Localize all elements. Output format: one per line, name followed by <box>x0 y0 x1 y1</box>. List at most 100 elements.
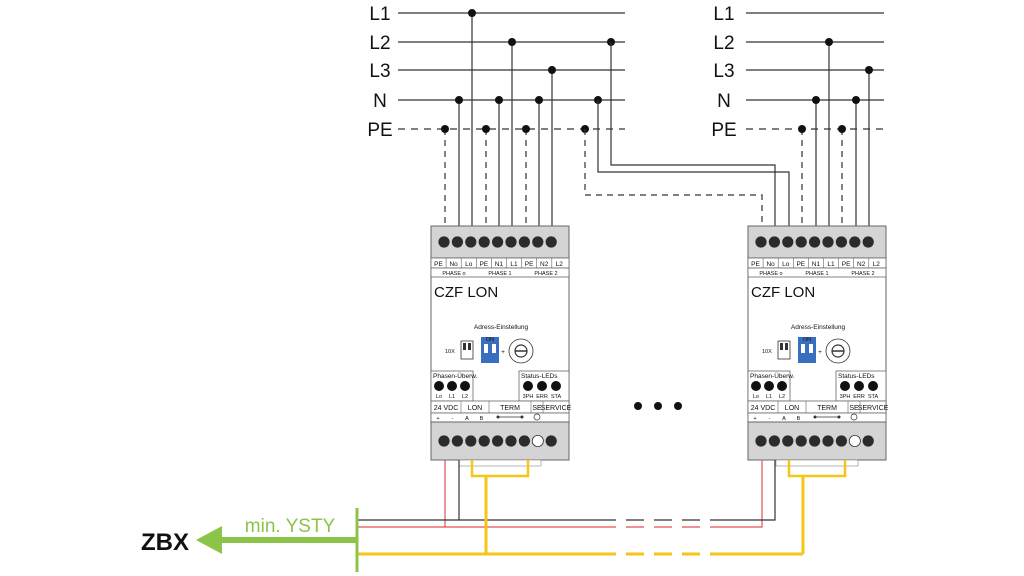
black-wire-right <box>720 460 776 521</box>
terminal-screw <box>809 435 821 447</box>
service-led-symbol <box>533 413 541 421</box>
led-indicator <box>551 381 561 391</box>
term-symbol <box>520 415 524 419</box>
bottom-group-label: TERM <box>500 405 520 412</box>
bottom-sign: B <box>480 416 484 422</box>
status-led-label: Status-LEDs <box>521 373 558 380</box>
dip-switch-blue <box>481 337 499 363</box>
bus-label-l2: L2 <box>369 33 390 54</box>
led-indicator <box>523 381 533 391</box>
terminal-screw <box>451 236 463 248</box>
terminal-label: PE <box>796 261 805 268</box>
terminal-screw <box>545 435 557 447</box>
led-label: L1 <box>766 394 772 400</box>
led-label: ERR <box>853 394 865 400</box>
junction-dot <box>812 96 820 104</box>
phase-monitor-label: Phasen-Überw. <box>433 372 478 380</box>
dip-lever <box>809 344 813 353</box>
yellow-lon-right <box>787 460 847 478</box>
red-wire-right <box>720 460 763 528</box>
bus-label-l3: L3 <box>369 61 390 82</box>
terminal-screw <box>451 435 463 447</box>
junction-dot <box>455 96 463 104</box>
bus-label-l1: L1 <box>713 4 734 25</box>
plus-sign: + <box>818 349 822 356</box>
terminal-label: L2 <box>873 261 881 268</box>
terminal-screw <box>505 435 517 447</box>
address-label: Adress-Einstellung <box>474 324 529 331</box>
term-symbol <box>813 415 817 419</box>
term-symbol <box>837 415 841 419</box>
bottom-group-label: SE <box>849 405 859 412</box>
junction-dot <box>468 9 476 17</box>
bottom-group-label: LON <box>785 405 799 412</box>
pe-wire <box>584 129 763 226</box>
dip-lever <box>468 343 471 350</box>
led-label: L1 <box>449 394 455 400</box>
terminal-label: L1 <box>510 261 518 268</box>
yellow-lon-left <box>470 460 530 478</box>
dip-switch-small <box>777 340 791 360</box>
on-label: ON <box>803 337 811 343</box>
bottom-group-label: 24 VDC <box>751 405 776 412</box>
terminal-screw <box>755 435 767 447</box>
ellipsis-dot <box>674 402 682 410</box>
bus-label-n: N <box>373 91 387 112</box>
terminal-screw <box>532 236 544 248</box>
terminal-label: No <box>449 261 458 268</box>
bottom-group-label: TERM <box>817 405 837 412</box>
terminal-screw <box>782 435 794 447</box>
terminal-label: L1 <box>827 261 835 268</box>
dip-lever <box>492 344 496 353</box>
phase-label: PHASE 2 <box>851 271 874 277</box>
terminal-label: PE <box>525 261 534 268</box>
module-title: CZF LON <box>434 284 498 301</box>
terminal-label: L2 <box>556 261 564 268</box>
phase-row <box>430 267 570 278</box>
ellipsis-dot <box>654 402 662 410</box>
terminal-screw <box>492 435 504 447</box>
terminal-screw <box>768 435 781 447</box>
led-indicator <box>868 381 878 391</box>
wiring <box>441 9 873 226</box>
bottom-sign: A <box>782 416 786 422</box>
terminal-label: PE <box>751 261 760 268</box>
terminal-label: N1 <box>812 261 821 268</box>
terminal-screw <box>782 236 794 248</box>
bus-label-pe: PE <box>711 120 736 141</box>
terminal-screw <box>545 236 557 248</box>
bus-label-pe: PE <box>367 120 392 141</box>
terminal-label: N1 <box>495 261 504 268</box>
terminal-screw <box>478 435 490 447</box>
service-button <box>531 434 544 447</box>
zbx-label: ZBX <box>141 529 189 556</box>
junction-dot <box>495 96 503 104</box>
terminal-screw <box>505 236 517 248</box>
terminal-screw <box>492 236 504 248</box>
bottom-group-label: SERVICE <box>858 405 889 412</box>
terminal-label: PE <box>434 261 443 268</box>
junction-dot <box>508 38 516 46</box>
junction-dot <box>852 96 860 104</box>
bottom-sign: + <box>436 416 439 422</box>
phase-label: PHASE 1 <box>805 271 828 277</box>
led-indicator <box>751 381 761 391</box>
bottom-group-label: SE <box>532 405 542 412</box>
led-indicator <box>447 381 457 391</box>
plus-sign: + <box>501 349 505 356</box>
terminal-screw <box>795 435 807 447</box>
status-led-label: Status-LEDs <box>838 373 875 380</box>
dip-lever <box>785 343 788 350</box>
led-indicator <box>537 381 547 391</box>
terminal-screw <box>835 236 848 248</box>
bottom-group-label: 24 VDC <box>434 405 459 412</box>
bus-label-l1: L1 <box>369 4 390 25</box>
service-button <box>848 434 861 447</box>
bus-label-l3: L3 <box>713 61 734 82</box>
terminal-screw <box>835 435 848 447</box>
junction-dot <box>548 66 556 74</box>
terminal-screw <box>478 236 490 248</box>
